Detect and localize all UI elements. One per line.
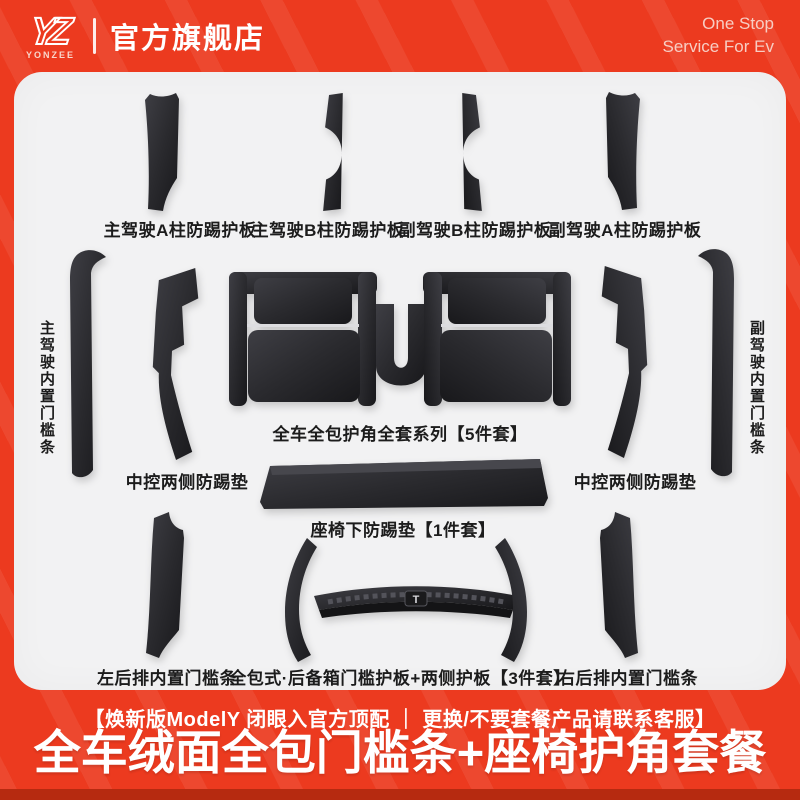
label-console-kick-pad-right: 中控两侧防踢垫 (573, 473, 697, 492)
driver-door-sill-strip-image (64, 248, 108, 480)
brand-logo-subtext: YONZEE (26, 50, 76, 60)
product-collage-card: 主驾驶A柱防踢护板 主驾驶B柱防踢护板 副驾驶B柱防踢护板 副驾驶A柱防踢护板 … (14, 72, 786, 690)
label-passenger-door-sill: 副驾驶内置门槛条 (748, 320, 765, 456)
label-under-seat-kick-pad: 座椅下防踢垫【1件套】 (310, 521, 496, 540)
brand-logo-mark: YZ (26, 10, 68, 54)
header-divider (93, 18, 97, 54)
footer-bottom-strip (0, 789, 800, 800)
rear-right-door-sill-image (584, 512, 646, 660)
label-driver-a-pillar: 主驾驶A柱防踢护板 (103, 221, 257, 240)
label-seat-corner-guard-set: 全车全包护角全套系列【5件套】 (272, 425, 528, 444)
driver-a-pillar-panel-image (138, 92, 186, 212)
label-passenger-a-pillar: 副驾驶A柱防踢护板 (548, 221, 702, 240)
footer-headline: 全车绒面全包门槛条+座椅护角套餐 (33, 726, 767, 779)
driver-b-pillar-panel-image (314, 93, 346, 211)
brand-logo: YZ YONZEE (26, 10, 76, 60)
rear-left-door-sill-image (138, 512, 200, 660)
label-rear-left-door-sill: 左后排内置门槛条 (97, 669, 237, 688)
under-seat-kick-pad-image (258, 456, 550, 512)
passenger-door-sill-strip-image (696, 246, 740, 480)
footer-notice: 【焕新版ModelY 闭眼入官方顶配 ｜ 更换/不要套餐产品请联系客服】 (84, 709, 716, 731)
tagline-line-2: Service For Ev (662, 37, 774, 56)
trunk-sill-guard-image: T (310, 578, 522, 620)
label-rear-right-door-sill: 右后排内置门槛条 (558, 669, 698, 688)
label-driver-b-pillar: 主驾驶B柱防踢护板 (251, 221, 405, 240)
header-tagline: One Stop Service For Ev (663, 13, 774, 59)
tesla-t-logo: T (413, 594, 420, 606)
label-trunk-sill-set: 全包式·后备箱门槛护板+两侧护板【3件套】 (229, 669, 571, 688)
tagline-line-1: One Stop (702, 14, 774, 34)
passenger-b-pillar-panel-image (459, 93, 491, 211)
passenger-a-pillar-panel-image (599, 90, 647, 212)
seat-corner-guard-set-image (226, 266, 574, 414)
console-kick-pad-left-image (136, 268, 208, 460)
label-console-kick-pad-left: 中控两侧防踢垫 (125, 473, 249, 492)
label-driver-door-sill: 主驾驶内置门槛条 (38, 320, 55, 456)
trunk-side-guard-left-image (276, 538, 320, 662)
console-kick-pad-right-image (592, 266, 664, 458)
store-name: 官方旗舰店 (110, 23, 266, 55)
label-passenger-b-pillar: 副驾驶B柱防踢护板 (398, 221, 552, 240)
trunk-side-guard-right-image (492, 538, 536, 662)
header: YZ YONZEE 官方旗舰店 One Stop Service For Ev (0, 0, 800, 72)
